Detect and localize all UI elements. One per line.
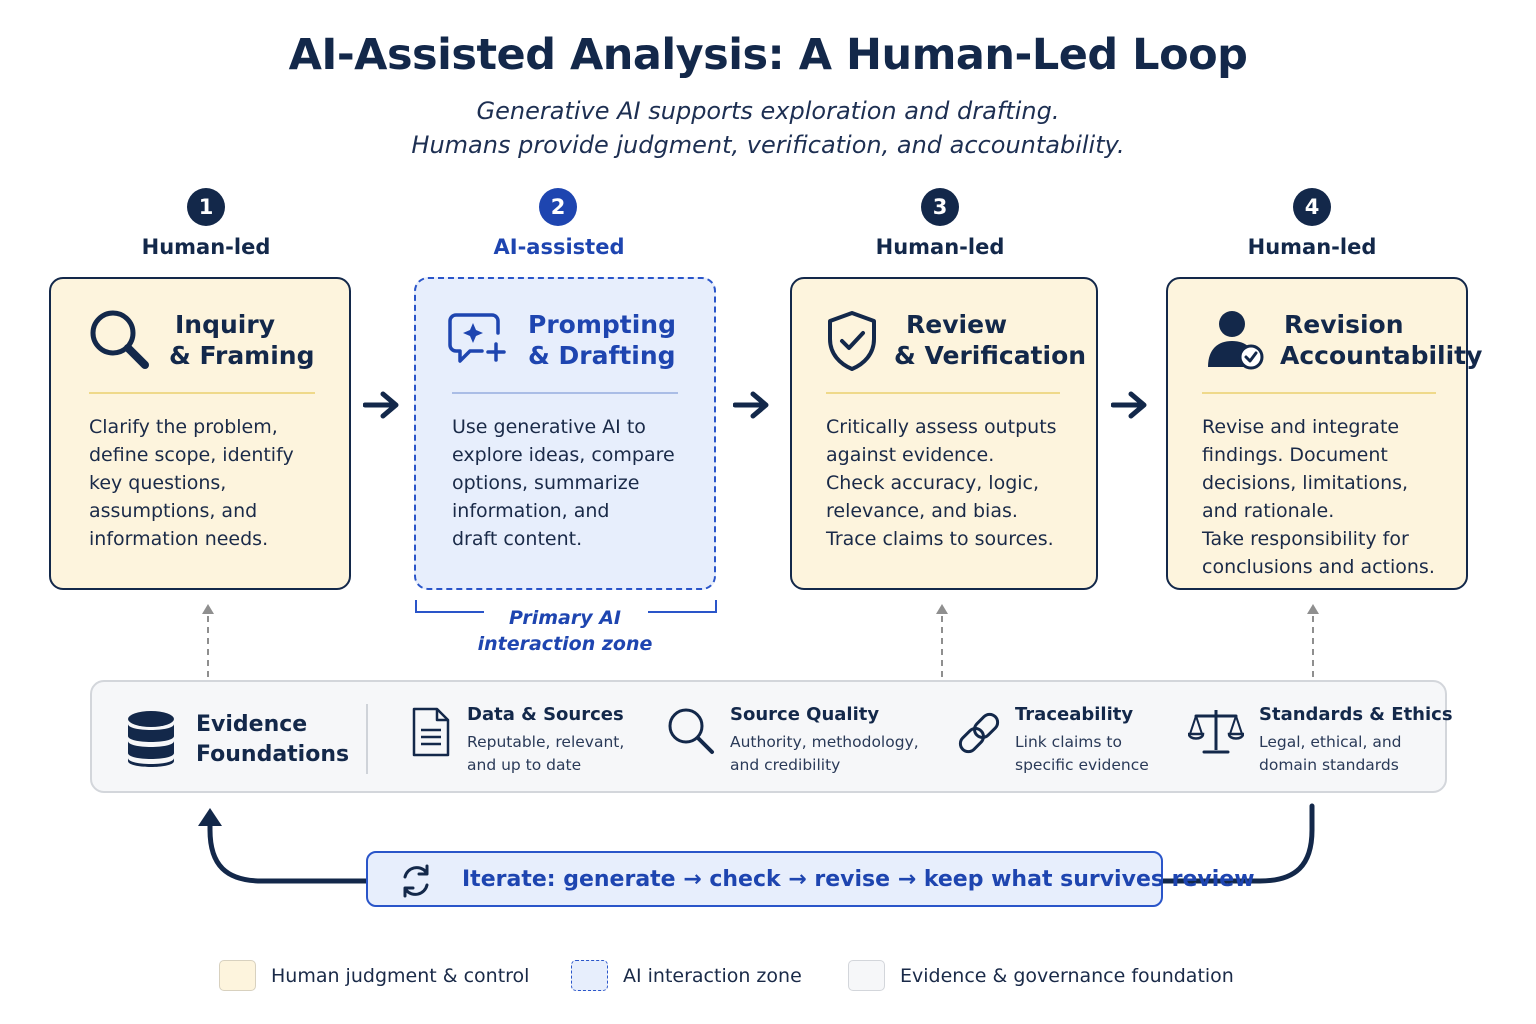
- card-divider: [1202, 392, 1436, 394]
- step-2-mode: AI-assisted: [493, 235, 625, 259]
- evidence-item-desc: Link claims to specific evidence: [1015, 733, 1149, 774]
- evidence-item-title: Standards & Ethics: [1259, 704, 1453, 725]
- dashed-arrow-up-icon: [934, 602, 950, 684]
- card-body: Clarify the problem, define scope, ident…: [89, 416, 294, 550]
- step-1-number: 1: [187, 188, 225, 226]
- iterate-text: Iterate: generate → check → revise → kee…: [462, 867, 1255, 892]
- evidence-foundations-label: Evidence Foundations: [196, 712, 350, 767]
- legend-label-human: Human judgment & control: [271, 965, 530, 987]
- card-title: Inquiry & Framing: [169, 310, 315, 370]
- arrow-right-icon: [362, 390, 401, 424]
- arrow-right-icon: [732, 390, 771, 424]
- ai-zone-bracket: [414, 598, 718, 622]
- legend-label-evidence: Evidence & governance foundation: [900, 965, 1234, 987]
- ai-chat-sparkle-icon: [448, 311, 510, 371]
- balance-scale-icon: [1187, 706, 1245, 760]
- card-divider: [452, 392, 678, 394]
- step-card-prompting: Prompting & Drafting Use generative AI t…: [414, 277, 716, 590]
- document-icon: [410, 706, 452, 762]
- refresh-cycle-icon: [398, 863, 434, 903]
- step-card-inquiry: Inquiry & Framing Clarify the problem, d…: [49, 277, 351, 590]
- card-body: Critically assess outputs against eviden…: [826, 416, 1057, 550]
- shield-check-icon: [824, 309, 880, 377]
- database-icon: [126, 710, 176, 774]
- dashed-arrow-up-icon: [1305, 602, 1321, 684]
- legend-swatch-human: [219, 960, 256, 991]
- subtitle-line-1: Generative AI supports exploration and d…: [476, 97, 1060, 125]
- evidence-item-desc: Reputable, relevant, and up to date: [467, 733, 625, 774]
- evidence-item-desc: Authority, methodology, and credibility: [730, 733, 919, 774]
- step-4-mode: Human-led: [1247, 235, 1377, 259]
- card-title: Prompting & Drafting: [528, 310, 676, 370]
- page-title: AI-Assisted Analysis: A Human-Led Loop: [288, 30, 1248, 80]
- card-title: Revision Accountability: [1280, 310, 1483, 370]
- subtitle-line-2: Humans provide judgment, verification, a…: [411, 131, 1125, 159]
- card-divider: [826, 392, 1060, 394]
- step-4-number: 4: [1293, 188, 1331, 226]
- step-3-number: 3: [921, 188, 959, 226]
- card-body: Use generative AI to explore ideas, comp…: [452, 416, 675, 550]
- evidence-item-title: Data & Sources: [467, 704, 624, 725]
- card-divider: [89, 392, 315, 394]
- iterate-banner: Iterate: generate → check → revise → kee…: [366, 851, 1255, 907]
- legend-swatch-evidence: [848, 960, 885, 991]
- card-title: Review & Verification: [894, 310, 1087, 370]
- step-2-number: 2: [539, 188, 577, 226]
- evidence-foundations-panel: Evidence Foundations Data & Sources Repu…: [90, 680, 1453, 793]
- step-card-revision: Revision Accountability Revise and integ…: [1166, 277, 1482, 590]
- ai-zone-label: Primary AI interaction zone: [477, 607, 653, 655]
- evidence-item-title: Traceability: [1015, 704, 1134, 725]
- evidence-item-desc: Legal, ethical, and domain standards: [1259, 733, 1402, 774]
- step-card-review: Review & Verification Critically assess …: [790, 277, 1098, 590]
- evidence-item-title: Source Quality: [730, 704, 880, 725]
- dashed-arrow-up-icon: [200, 602, 216, 684]
- legend-swatch-ai: [571, 960, 608, 991]
- arrow-right-icon: [1110, 390, 1149, 424]
- legend-label-ai: AI interaction zone: [623, 965, 802, 987]
- step-3-mode: Human-led: [875, 235, 1005, 259]
- chain-link-icon: [954, 708, 1004, 762]
- card-body: Revise and integrate findings. Document …: [1202, 416, 1435, 578]
- divider: [366, 704, 368, 774]
- magnifier-icon: [87, 307, 153, 377]
- step-1-mode: Human-led: [141, 235, 271, 259]
- person-check-icon: [1206, 309, 1264, 375]
- magnifier-icon: [666, 706, 716, 760]
